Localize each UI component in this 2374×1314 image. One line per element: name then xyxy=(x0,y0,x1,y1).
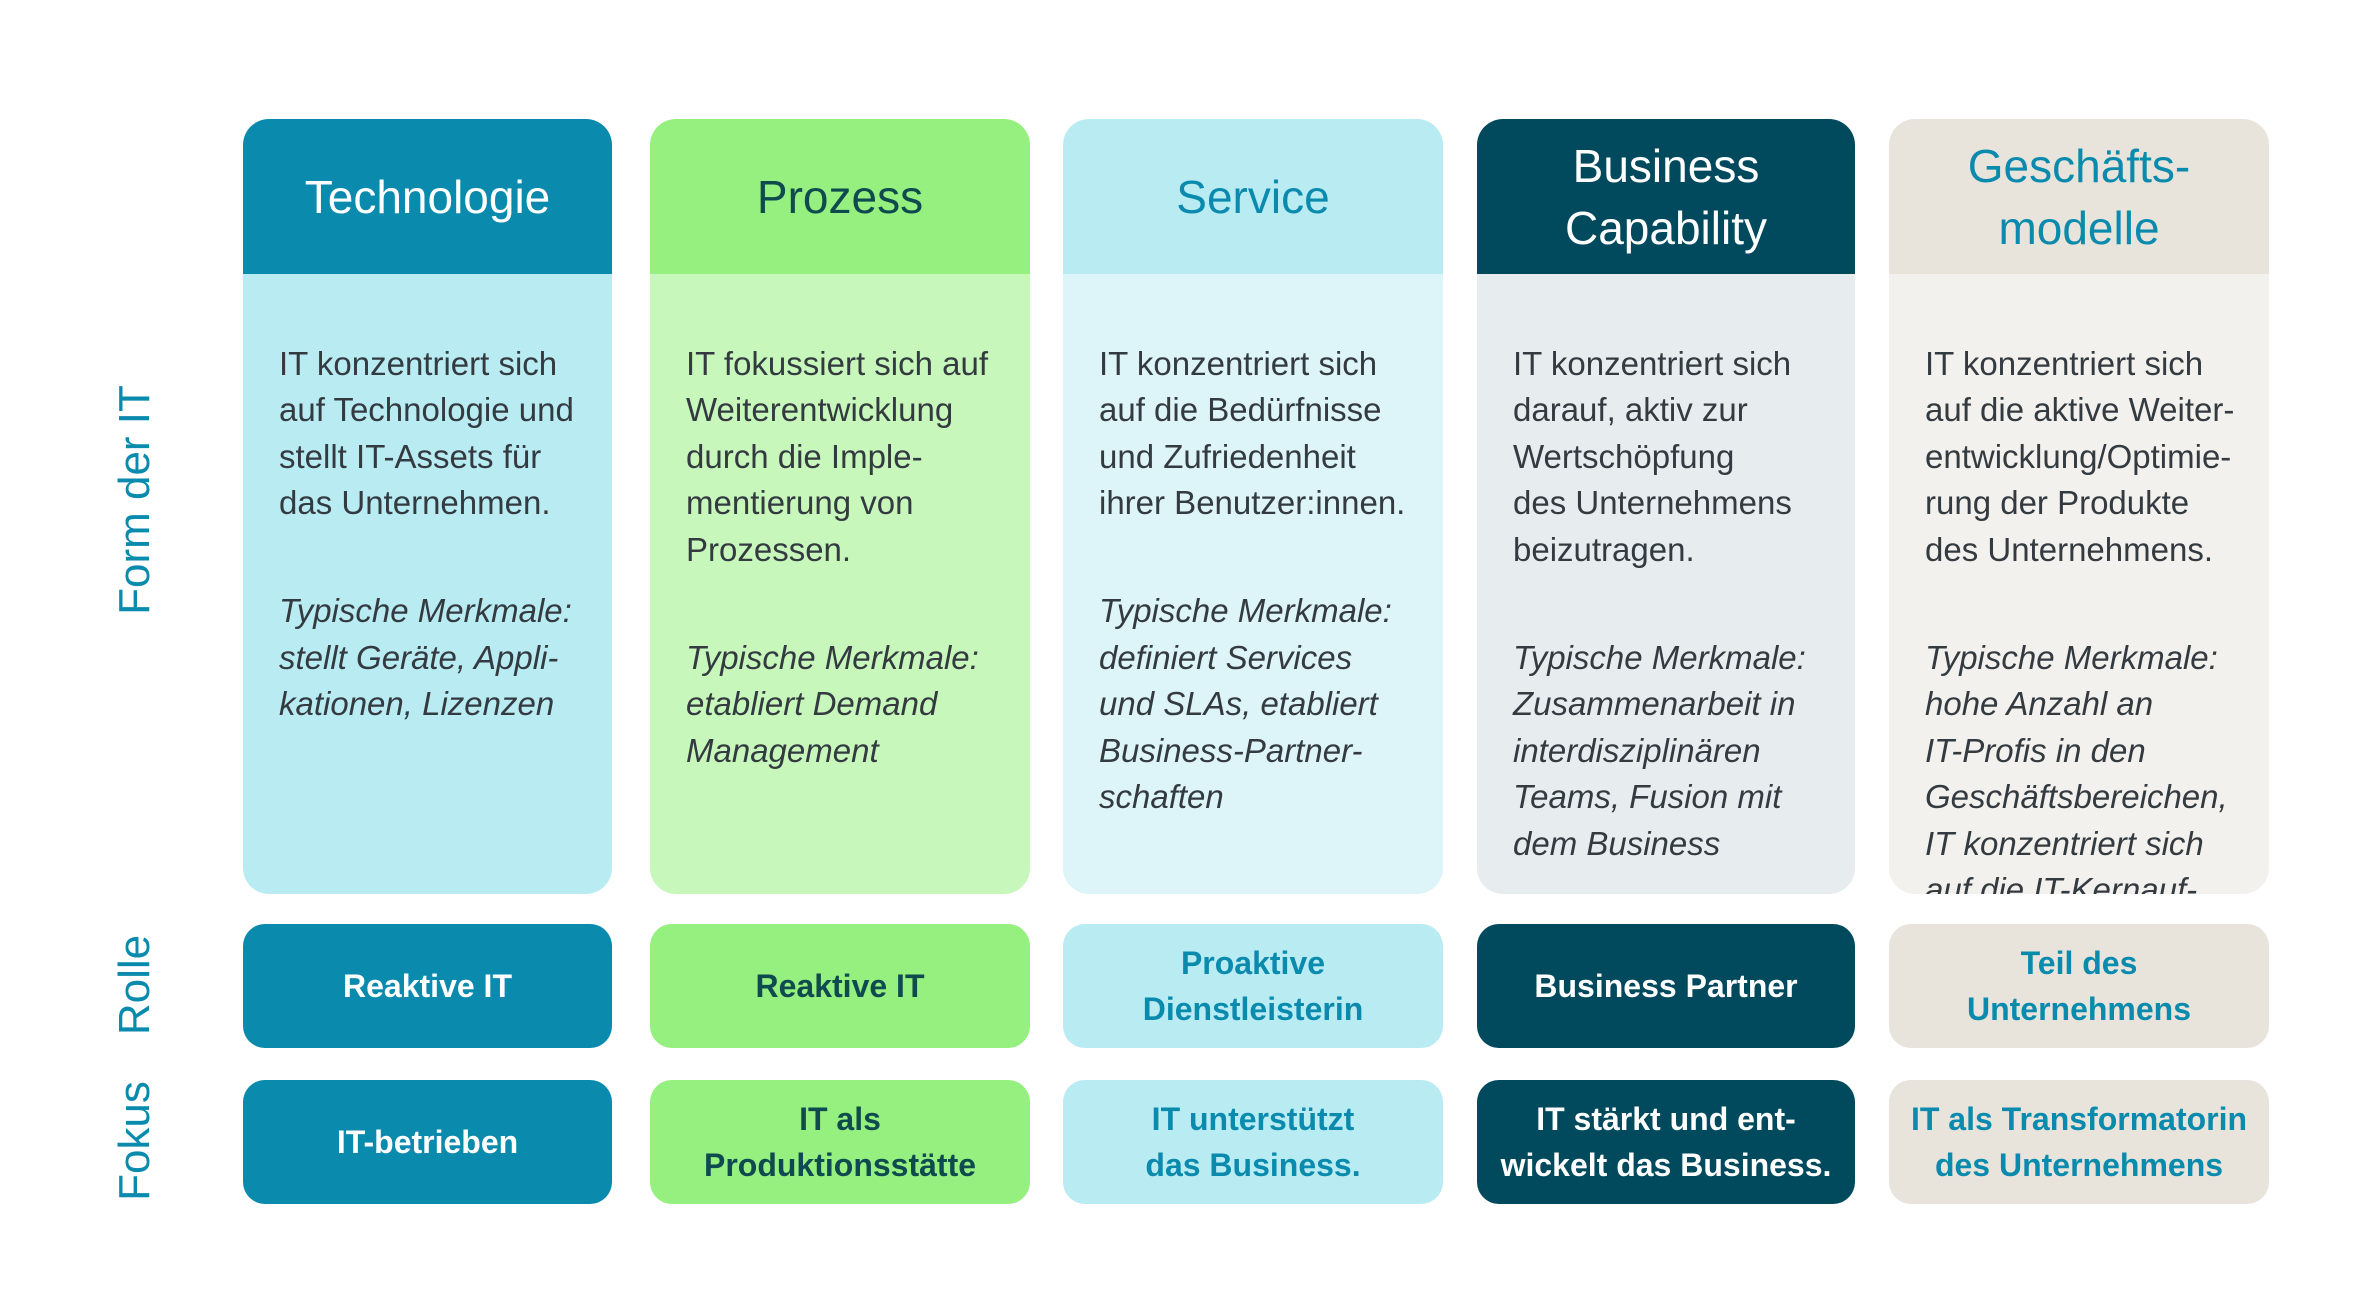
card-description: IT konzentriert sich auf die aktive Weit… xyxy=(1925,344,2235,568)
card-body: IT konzentriert sich auf Technologie und… xyxy=(243,274,612,894)
card-title: Service xyxy=(1063,119,1443,274)
card-body: IT konzentriert sich darauf, aktiv zur W… xyxy=(1477,274,1855,894)
rolle-service: Proaktive Dienstleisterin xyxy=(1063,924,1443,1048)
card-description: IT konzentriert sich auf die Bedürfnisse… xyxy=(1099,344,1406,522)
card-features: Typische Merkmale: stellt Geräte, Appli-… xyxy=(279,592,572,722)
card-features: Typische Merkmale: hohe Anzahl an IT-Pro… xyxy=(1925,638,2228,895)
row-label-form: Form der IT xyxy=(110,385,160,615)
row-label-fokus: Fokus xyxy=(110,1081,160,1201)
card-title: Business Capability xyxy=(1477,119,1855,274)
row-label-rolle: Rolle xyxy=(110,934,159,1036)
card-technologie: Technologie IT konzentriert sich auf Tec… xyxy=(243,119,612,894)
card-body: IT konzentriert sich auf die aktive Weit… xyxy=(1889,274,2269,894)
card-body: IT konzentriert sich auf die Bedürfnisse… xyxy=(1063,274,1443,894)
card-business-capability: Business Capability IT konzentriert sich… xyxy=(1477,119,1855,894)
fokus-business-capability: IT stärkt und ent- wickelt das Business. xyxy=(1477,1080,1855,1204)
fokus-geschaeftsmodelle: IT als Transformatorin des Unternehmens xyxy=(1889,1080,2269,1204)
card-body: IT fokussiert sich auf Weiterentwicklung… xyxy=(650,274,1030,894)
card-title: Prozess xyxy=(650,119,1030,274)
fokus-prozess: IT als Produktionsstätte xyxy=(650,1080,1030,1204)
rolle-geschaeftsmodelle: Teil des Unternehmens xyxy=(1889,924,2269,1048)
card-prozess: Prozess IT fokussiert sich auf Weiterent… xyxy=(650,119,1030,894)
card-description: IT konzentriert sich darauf, aktiv zur W… xyxy=(1513,344,1792,568)
fokus-service: IT unterstützt das Business. xyxy=(1063,1080,1443,1204)
card-service: Service IT konzentriert sich auf die Bed… xyxy=(1063,119,1443,894)
card-title: Technologie xyxy=(243,119,612,274)
rolle-business-capability: Business Partner xyxy=(1477,924,1855,1048)
card-description: IT konzentriert sich auf Technologie und… xyxy=(279,344,574,522)
card-features: Typische Merkmale: definiert Services un… xyxy=(1099,592,1392,815)
card-features: Typische Merkmale: etabliert Demand Mana… xyxy=(686,638,979,769)
card-features: Typische Merkmale: Zusammenarbeit in int… xyxy=(1513,638,1806,862)
card-geschaeftsmodelle: Geschäfts- modelle IT konzentriert sich … xyxy=(1889,119,2269,894)
rolle-technologie: Reaktive IT xyxy=(243,924,612,1048)
card-description: IT fokussiert sich auf Weiterentwicklung… xyxy=(686,344,989,568)
rolle-prozess: Reaktive IT xyxy=(650,924,1030,1048)
fokus-technologie: IT-betrieben xyxy=(243,1080,612,1204)
card-title: Geschäfts- modelle xyxy=(1889,119,2269,274)
